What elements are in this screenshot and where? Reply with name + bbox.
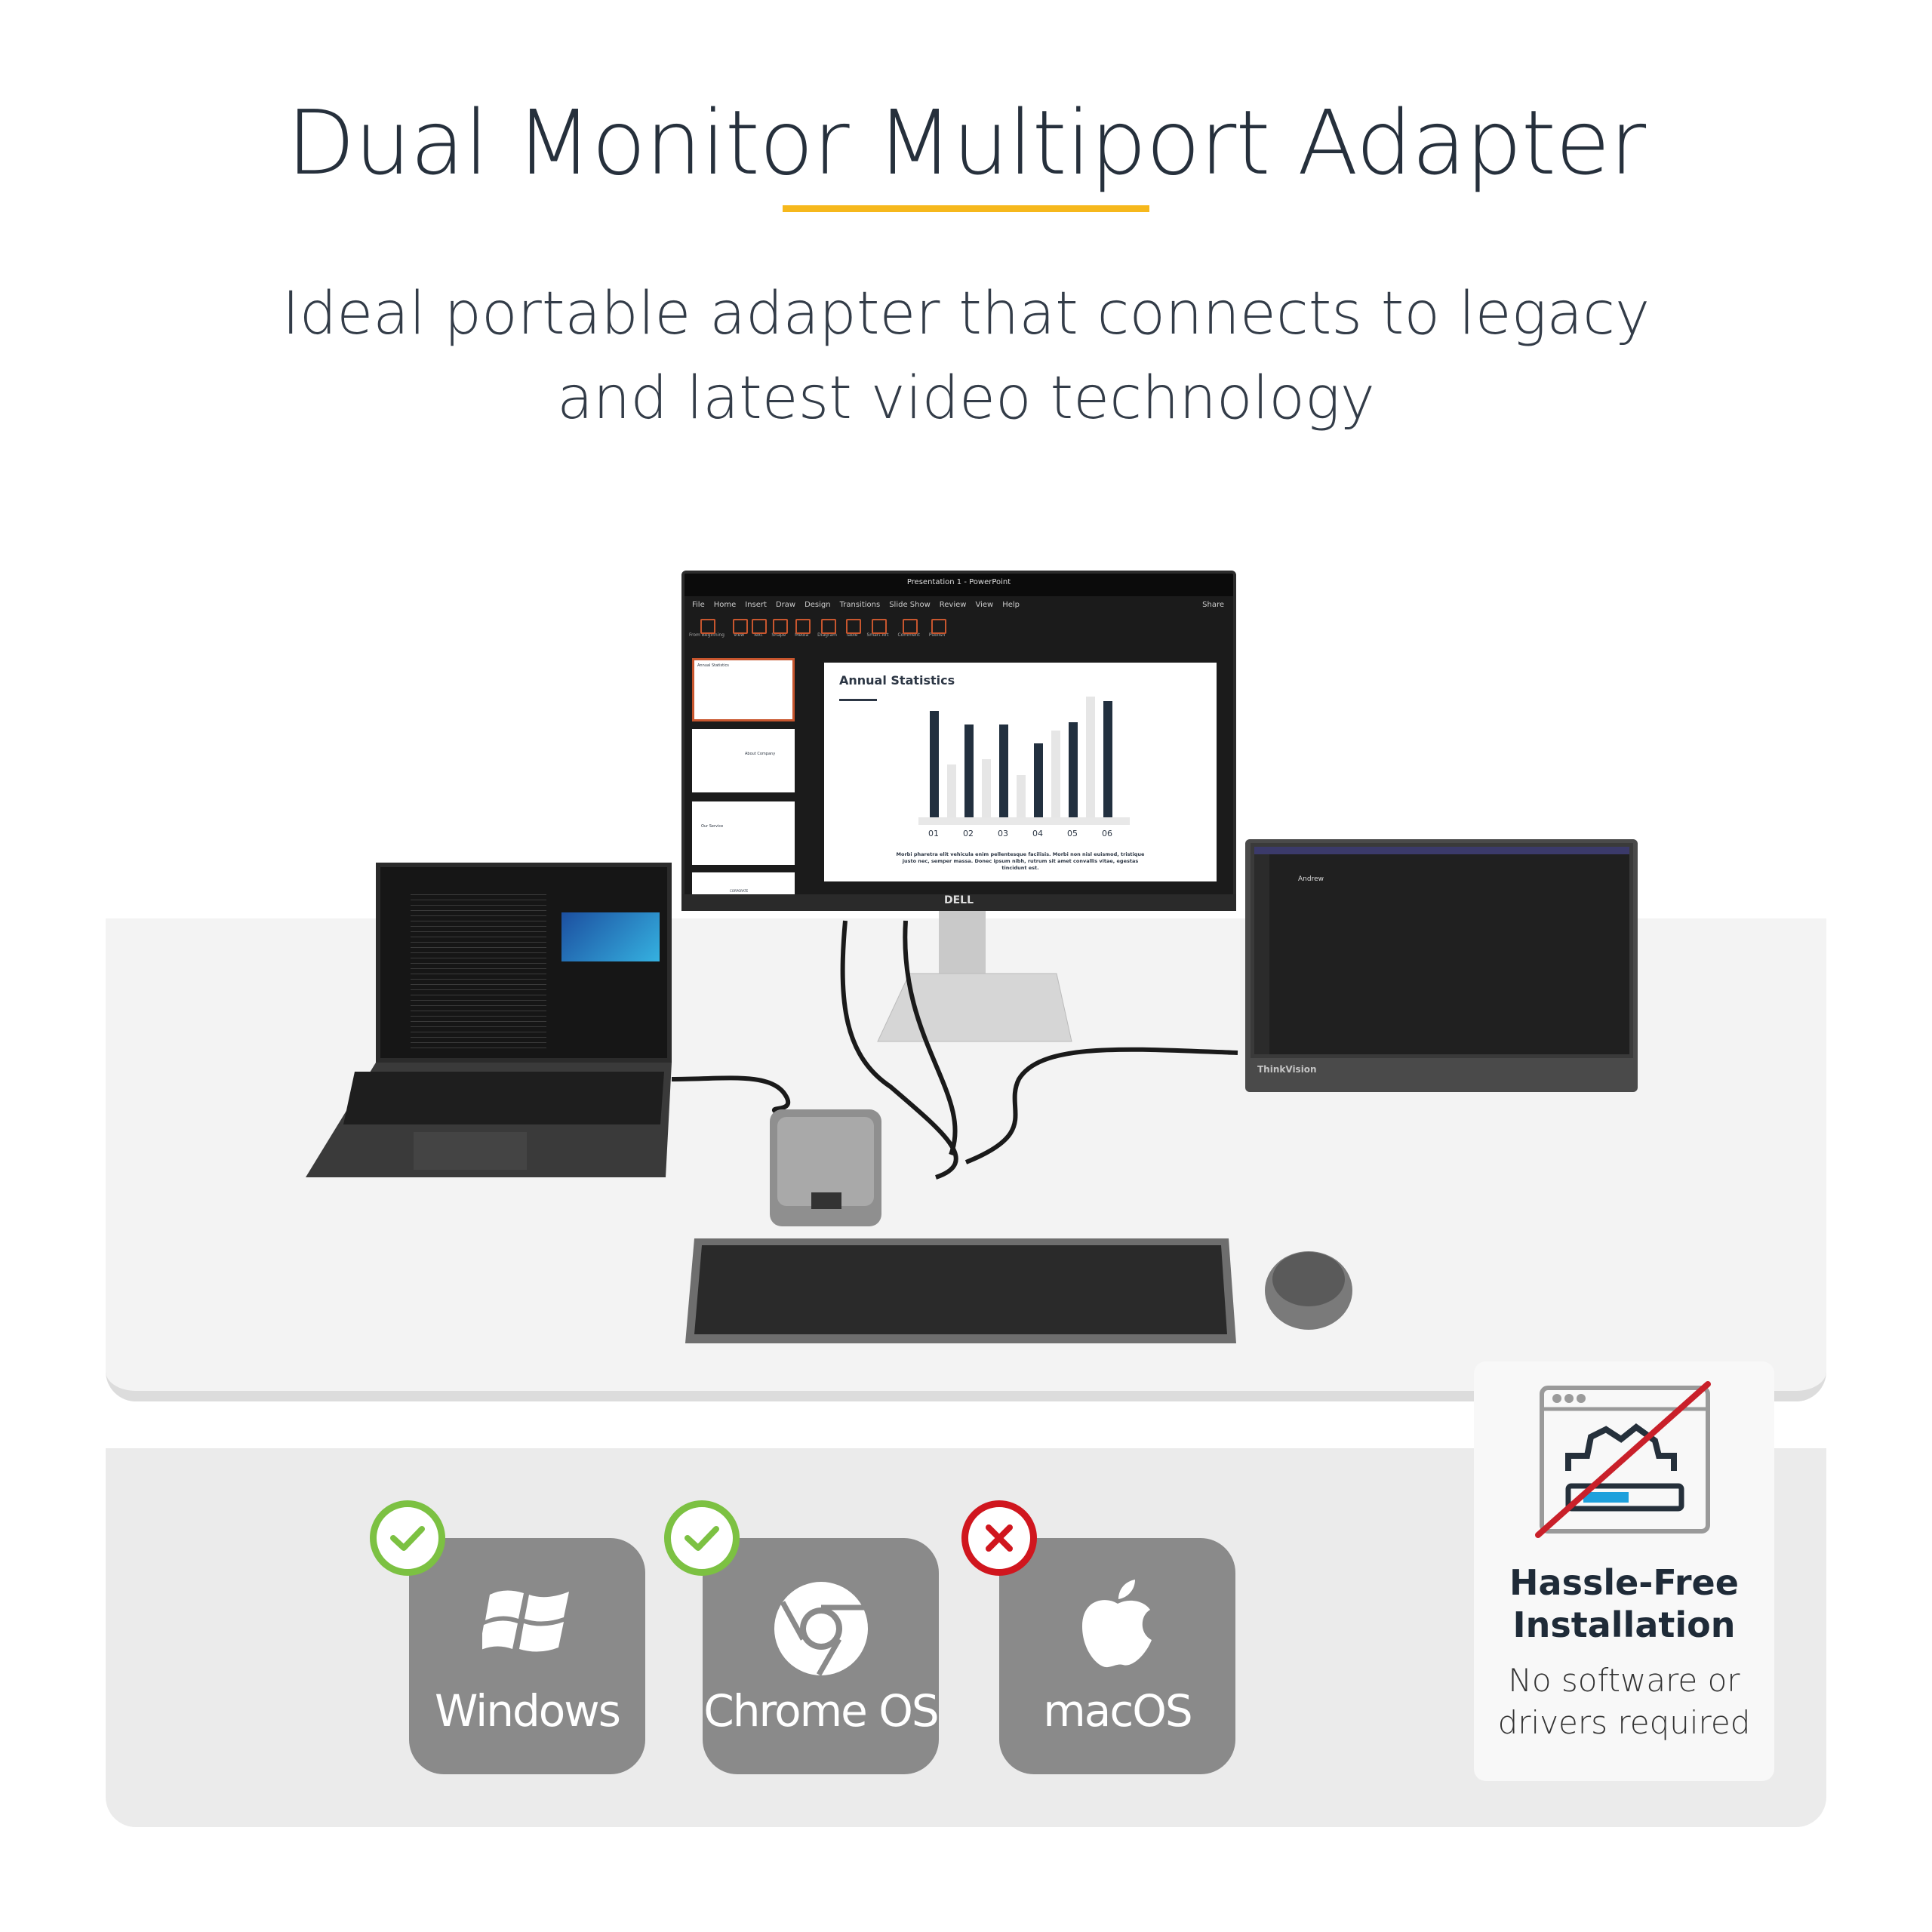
feature-subtitle: No software or drivers required: [1474, 1660, 1774, 1744]
title-underline: [783, 205, 1149, 212]
ribbon: From Beginning View Text Shape Media Dia…: [689, 617, 946, 638]
cross-icon: [986, 1524, 1013, 1552]
checkmark-icon: [685, 1526, 719, 1551]
keyboard: [685, 1238, 1236, 1343]
slide-thumbnail-1[interactable]: Annual Statistics: [692, 658, 795, 721]
ribbon-smart-art[interactable]: Smart Art: [866, 617, 888, 638]
unsupported-cross-badge: [961, 1500, 1037, 1576]
ribbon-diagram[interactable]: Diagram: [817, 617, 837, 638]
cables: [671, 920, 1238, 1180]
menu-home[interactable]: Home: [713, 601, 737, 609]
thumbnail-title: Annual Statistics: [697, 663, 729, 668]
thumbnail-title: CORPORATE: [730, 889, 749, 893]
menu-design[interactable]: Design: [804, 601, 831, 609]
slide-bar-dark: [1103, 701, 1112, 817]
slide-thumbnail-2[interactable]: About Company: [692, 729, 795, 792]
page-title: Dual Monitor Multiport Adapter: [286, 91, 1646, 195]
checkmark-icon: [390, 1526, 425, 1551]
powerpoint-titlebar: Presentation 1 - PowerPoint: [685, 574, 1233, 596]
supported-check-badge: [370, 1500, 445, 1576]
mouse: [1265, 1251, 1352, 1330]
tablet-brand-label: ThinkVision: [1257, 1064, 1317, 1075]
teams-titlebar: [1254, 847, 1629, 854]
feature-subtitle-line: drivers required: [1497, 1704, 1751, 1741]
slide-category-label: 03: [998, 829, 1008, 838]
menu-transitions[interactable]: Transitions: [839, 601, 881, 609]
slide-title: Annual Statistics: [839, 673, 955, 688]
apple-logo-icon: [1081, 1580, 1152, 1668]
no-install-icon: [1535, 1381, 1711, 1538]
feature-title: Hassle-Free Installation: [1474, 1561, 1774, 1646]
feature-card: Hassle-Free Installation No software or …: [1474, 1361, 1774, 1781]
feature-subtitle-line: No software or: [1508, 1662, 1740, 1699]
powerpoint-menu: File Home Insert Draw Design Transitions…: [692, 601, 1020, 609]
multiport-adapter: [770, 1109, 881, 1226]
feature-title-line: Installation: [1512, 1604, 1736, 1645]
share-button[interactable]: Share: [1202, 601, 1224, 609]
ribbon-comment[interactable]: Comment: [897, 617, 920, 638]
menu-slide-show[interactable]: Slide Show: [889, 601, 931, 609]
os-label: Windows: [435, 1685, 621, 1737]
thumbnail-title: Our Service: [701, 824, 724, 829]
slide-category-label: 04: [1032, 829, 1043, 838]
os-label: Chrome OS: [703, 1685, 939, 1737]
slide-bar-light: [1086, 697, 1095, 817]
ribbon-from-beginning[interactable]: From Beginning: [689, 617, 724, 638]
menu-file[interactable]: File: [692, 601, 705, 609]
slide-category-label: 02: [963, 829, 974, 838]
page-subtitle: Ideal portable adapter that connects to …: [281, 280, 1651, 432]
slide-bar-dark: [999, 724, 1008, 817]
monitor-stand: [877, 909, 1072, 1042]
ribbon-publish[interactable]: Publish: [929, 617, 946, 638]
slide-thumbnail-3[interactable]: Our Service: [692, 801, 795, 865]
monitor-brand-logo: DELL: [681, 894, 1236, 911]
ribbon-shape[interactable]: Shape: [771, 617, 788, 638]
ribbon-view[interactable]: View: [733, 617, 749, 638]
monitor-screen: Presentation 1 - PowerPoint File Home In…: [681, 571, 1236, 909]
chat-contact-name: Andrew: [1298, 875, 1324, 883]
slide-bar-light: [947, 764, 956, 817]
slide-category-label: 01: [928, 829, 939, 838]
ribbon-table[interactable]: Table: [845, 617, 861, 638]
laptop-wallpaper-image: [561, 912, 660, 961]
supported-check-badge: [664, 1500, 740, 1576]
feature-title-line: Hassle-Free: [1509, 1562, 1739, 1603]
windows-logo-icon: [481, 1590, 569, 1652]
thumbnail-title: About Company: [745, 752, 776, 756]
menu-draw[interactable]: Draw: [775, 601, 796, 609]
menu-insert[interactable]: Insert: [745, 601, 767, 609]
menu-view[interactable]: View: [975, 601, 994, 609]
menu-help[interactable]: Help: [1002, 601, 1020, 609]
slide-bar-dark: [964, 724, 974, 817]
ribbon-text[interactable]: Text: [752, 617, 768, 638]
laptop-screen: [376, 863, 672, 1063]
chart-baseline: [918, 817, 1130, 825]
os-tile-windows: Windows: [409, 1538, 645, 1774]
os-tile-macos: macOS: [999, 1538, 1235, 1774]
slide-title-rule: [839, 699, 877, 701]
laptop-email-list: [411, 890, 546, 1048]
chrome-logo-icon: [774, 1582, 868, 1676]
slide-bar-light: [1017, 775, 1026, 817]
slide-category-label: 06: [1102, 829, 1112, 838]
os-tile-chrome: Chrome OS: [703, 1538, 940, 1774]
slide-bar-dark: [1069, 721, 1078, 817]
slide-body-text: Morbi pharetra elit vehicula enim pellen…: [896, 851, 1145, 871]
slide-bar-dark: [930, 711, 939, 817]
slide-bar-light: [1051, 730, 1060, 817]
slide-category-label: 05: [1067, 829, 1078, 838]
slide-bar-light: [982, 759, 991, 817]
os-label: macOS: [1043, 1685, 1192, 1737]
laptop: [306, 1063, 672, 1177]
menu-review[interactable]: Review: [939, 601, 967, 609]
teams-sidebar: [1254, 854, 1269, 1054]
ribbon-media[interactable]: Media: [795, 617, 811, 638]
slide-bar-dark: [1034, 743, 1043, 817]
slide-canvas: Annual Statistics 01 02 03 04 05 06 Morbi pha…: [824, 663, 1217, 881]
tablet-screen: [1251, 843, 1633, 1058]
